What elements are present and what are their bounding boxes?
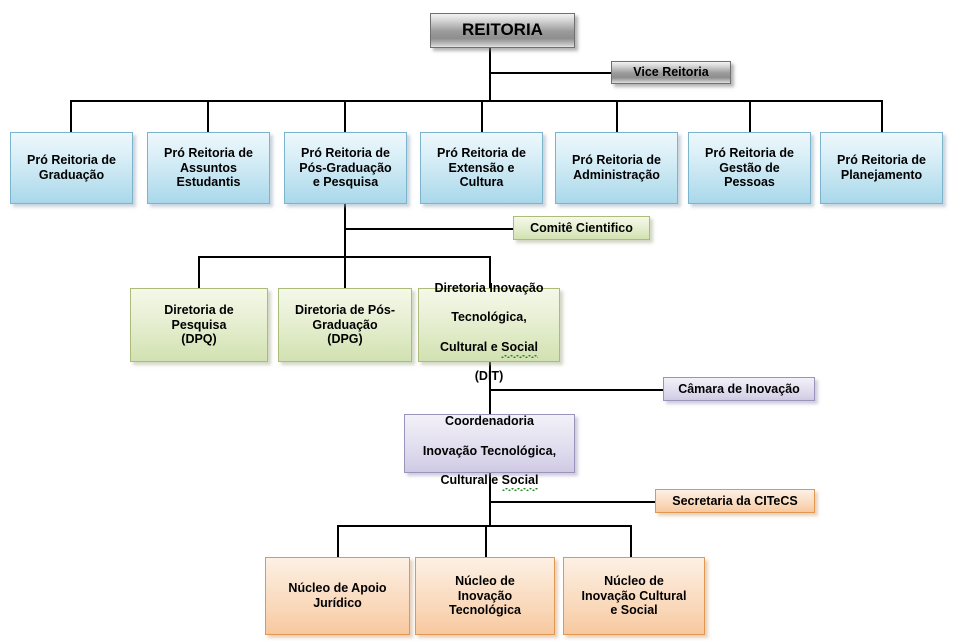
dit-line-1: Diretoria Inovação: [434, 280, 544, 295]
connector-drop-4: [481, 100, 483, 132]
connector-camara-branch: [489, 389, 664, 391]
node-diretoria-pos-graduacao[interactable]: Diretoria de Pós- Graduação (DPG): [278, 288, 412, 362]
connector-reitoria-stem: [489, 48, 491, 100]
node-nucleo-apoio-juridico[interactable]: Núcleo de Apoio Jurídico: [265, 557, 410, 635]
node-label: Pró Reitoria de Assuntos Estudantis: [164, 145, 253, 190]
node-camara-inovacao[interactable]: Câmara de Inovação: [663, 377, 815, 401]
node-label: Pró Reitoria de Planejamento: [837, 153, 926, 182]
node-label: Núcleo de Apoio Jurídico: [288, 581, 387, 610]
node-diretoria-pesquisa[interactable]: Diretoria de Pesquisa (DPQ): [130, 288, 268, 362]
node-nucleo-inovacao-cultural-social[interactable]: Núcleo de Inovação Cultural e Social: [563, 557, 705, 635]
node-label: Pró Reitoria de Graduação: [27, 153, 116, 182]
dit-line-3-prefix: Cultural e: [440, 339, 502, 354]
connector-proreitoria-bus: [70, 100, 882, 102]
node-pro-reitoria-gestao-pessoas[interactable]: Pró Reitoria de Gestão de Pessoas: [688, 132, 811, 204]
node-label-multiline: Diretoria Inovação Tecnológica, Cultural…: [419, 266, 559, 384]
node-pro-reitoria-extensao-cultura[interactable]: Pró Reitoria de Extensão e Cultura: [420, 132, 543, 204]
connector-drop-dit: [489, 256, 491, 288]
dit-spellcheck-word: Social: [501, 339, 538, 358]
connector-dit-stem: [489, 362, 491, 414]
node-label: Pró Reitoria de Extensão e Cultura: [437, 145, 526, 190]
connector-drop-dpg: [344, 256, 346, 288]
node-coordenadoria-citecs[interactable]: Coordenadoria Inovação Tecnológica, Cult…: [404, 414, 575, 491]
coord-line-2: Inovação Tecnológica,: [422, 443, 557, 458]
node-label: Pró Reitoria de Pós-Graduação e Pesquisa: [299, 145, 392, 190]
node-label: Núcleo de Inovação Cultural e Social: [581, 573, 687, 618]
node-comite-cientifico-label: Comitê Cientifico: [530, 220, 633, 235]
node-camara-inovacao-label: Câmara de Inovação: [678, 381, 800, 396]
node-nucleo-inovacao-tecnologica[interactable]: Núcleo de Inovação Tecnológica: [415, 557, 555, 635]
node-pro-reitoria-graduacao[interactable]: Pró Reitoria de Graduação: [10, 132, 133, 204]
node-secretaria-citecs[interactable]: Secretaria da CITeCS: [655, 489, 815, 513]
node-pro-reitoria-pos-graduacao-pesquisa[interactable]: Pró Reitoria de Pós-Graduação e Pesquisa: [284, 132, 407, 204]
node-vice-reitoria-label: Vice Reitoria: [633, 65, 709, 80]
connector-coordenadoria-stem: [489, 473, 491, 525]
node-pro-reitoria-administracao[interactable]: Pró Reitoria de Administração: [555, 132, 678, 204]
connector-drop-nucleo-2: [485, 525, 487, 557]
node-label: Diretoria de Pesquisa (DPQ): [164, 302, 234, 347]
node-comite-cientifico[interactable]: Comitê Cientifico: [513, 216, 650, 240]
node-diretoria-inovacao-tecnologica-dit[interactable]: Diretoria Inovação Tecnológica, Cultural…: [418, 281, 560, 383]
connector-reitoria-vice: [489, 72, 612, 74]
connector-drop-dpq: [198, 256, 200, 288]
connector-nucleos-bus: [337, 525, 631, 527]
connector-drop-3: [344, 100, 346, 132]
connector-posgrad-stem: [344, 204, 346, 288]
connector-secretaria-branch: [489, 501, 656, 503]
node-reitoria[interactable]: REITORIA: [430, 13, 575, 48]
connector-drop-6: [749, 100, 751, 132]
node-secretaria-label: Secretaria da CITeCS: [672, 493, 798, 508]
node-label: Diretoria de Pós- Graduação (DPG): [294, 302, 396, 347]
connector-drop-7: [881, 100, 883, 132]
coord-line-3-prefix: Cultural e: [440, 473, 502, 487]
connector-drop-2: [207, 100, 209, 132]
node-label: Núcleo de Inovação Tecnológica: [448, 573, 521, 618]
connector-drop-1: [70, 100, 72, 132]
node-pro-reitoria-planejamento[interactable]: Pró Reitoria de Planejamento: [820, 132, 943, 204]
coord-spellcheck-word: Social: [501, 473, 539, 491]
connector-comite-branch: [344, 228, 514, 230]
dit-line-2: Tecnológica,: [451, 310, 527, 325]
node-label: Pró Reitoria de Gestão de Pessoas: [705, 145, 794, 190]
connector-drop-nucleo-1: [337, 525, 339, 557]
node-vice-reitoria[interactable]: Vice Reitoria: [611, 61, 731, 84]
node-label: Pró Reitoria de Administração: [572, 153, 661, 182]
coord-line-1: Coordenadoria: [445, 414, 534, 428]
node-pro-reitoria-assuntos-estudantis[interactable]: Pró Reitoria de Assuntos Estudantis: [147, 132, 270, 204]
node-label-multiline: Coordenadoria Inovação Tecnológica, Cult…: [405, 399, 574, 491]
dit-line-4: (DIT): [474, 369, 504, 384]
node-reitoria-label: REITORIA: [462, 20, 543, 40]
connector-drop-nucleo-3: [630, 525, 632, 557]
connector-drop-5: [616, 100, 618, 132]
